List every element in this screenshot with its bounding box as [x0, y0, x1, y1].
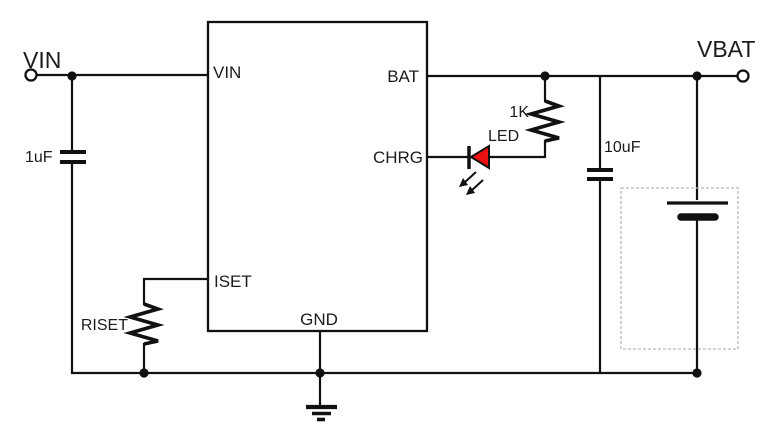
- vbat-terminal-circle-icon: [736, 69, 750, 83]
- charger-ic-block: VIN BAT CHRG ISET GND: [206, 20, 429, 333]
- status-led: LED: [459, 128, 519, 195]
- riset-resistor-label: RISET: [81, 317, 128, 334]
- led-arrow-head: [459, 178, 468, 187]
- ic-body: [206, 20, 429, 333]
- vin-terminal-circle-icon: [24, 68, 38, 82]
- vin-terminal: VIN: [23, 47, 61, 82]
- input-capacitor: 1uF: [25, 149, 86, 166]
- junction-dot: [692, 71, 702, 81]
- resistor-zigzag-icon: [123, 302, 165, 346]
- junction-dots: [67, 71, 702, 378]
- led-triangle-icon: [469, 144, 490, 170]
- ic-pin-bat-label: BAT: [387, 67, 419, 86]
- wire-iset-branch: [142, 277, 208, 305]
- led-arrow-line: [470, 179, 484, 192]
- junction-dot: [67, 71, 77, 81]
- junction-dot: [315, 368, 325, 378]
- junction-dot: [540, 71, 550, 81]
- led-resistor-value: 1K: [509, 104, 529, 121]
- junction-dot: [139, 368, 149, 378]
- ground-symbol-icon: [306, 404, 337, 422]
- vbat-terminal: VBAT: [697, 36, 755, 83]
- ic-pin-vin-label: VIN: [213, 63, 241, 82]
- led-resistor: 1K: [509, 99, 566, 143]
- input-capacitor-value: 1uF: [25, 149, 53, 166]
- output-capacitor: 10uF: [587, 139, 641, 181]
- output-capacitor-value: 10uF: [604, 139, 641, 156]
- led-emission-arrows-icon: [459, 171, 484, 195]
- riset-resistor: RISET: [81, 302, 165, 346]
- junction-dot: [692, 368, 702, 378]
- led-label: LED: [488, 128, 519, 145]
- led-arrow-head: [466, 186, 475, 195]
- ic-pin-iset-label: ISET: [214, 272, 252, 291]
- battery-dashed-outline: [620, 187, 739, 350]
- wire-1k-to-led: [488, 140, 547, 159]
- battery-cell: [620, 187, 739, 350]
- vin-terminal-label: VIN: [23, 47, 61, 73]
- ic-pin-chrg-label: CHRG: [373, 148, 423, 167]
- ic-pin-gnd-label: GND: [300, 310, 338, 329]
- wires: [37, 73, 737, 406]
- vbat-terminal-label: VBAT: [697, 36, 755, 62]
- led-arrow-line: [463, 171, 477, 184]
- resistor-zigzag-icon: [524, 99, 566, 143]
